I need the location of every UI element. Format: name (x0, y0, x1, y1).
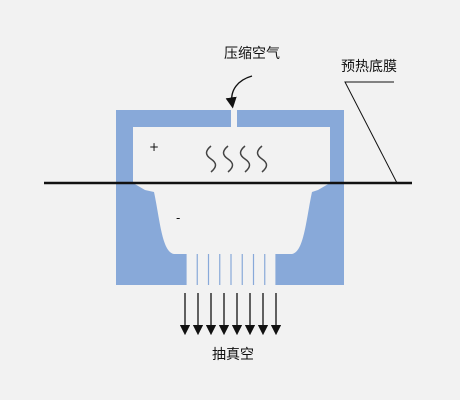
vacuum-channels (185, 254, 277, 285)
preheated-film-label: 预热底膜 (341, 59, 397, 75)
film-leader-line (344, 81, 398, 184)
negative-pressure-sign: - (176, 211, 181, 225)
heat-wave (239, 145, 251, 173)
heat-waves (205, 145, 268, 173)
heat-wave (222, 145, 234, 173)
vacuum-label: 抽真空 (212, 347, 254, 363)
compressed-air-label: 压缩空气 (224, 46, 280, 62)
compressed-air-arrow (225, 75, 253, 109)
upper-chamber (133, 127, 330, 183)
heat-wave (256, 145, 268, 173)
positive-pressure-sign: + (149, 140, 160, 154)
heat-wave (205, 145, 217, 173)
vacuum-arrows (179, 293, 282, 336)
lower-cavity (133, 183, 330, 254)
air-inlet (231, 110, 237, 128)
